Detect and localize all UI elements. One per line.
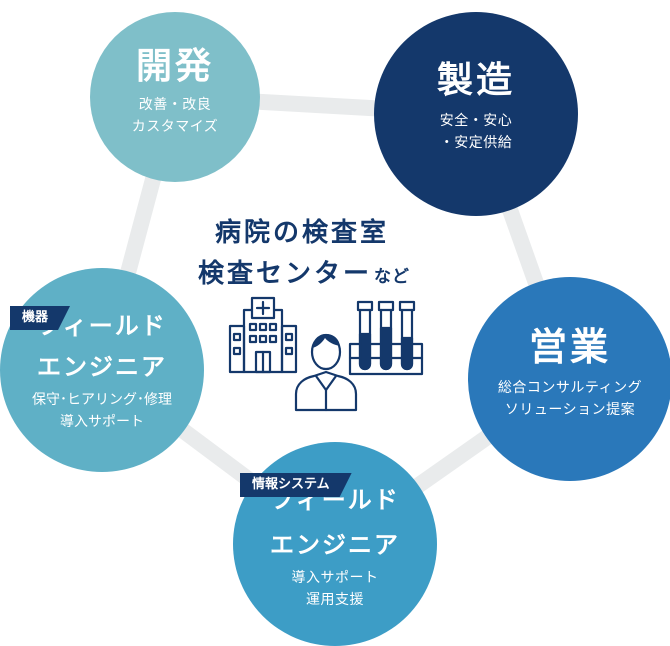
manufacturing-title: 製造 xyxy=(436,59,515,101)
field-engineer-it-title-line2: エンジニア xyxy=(270,531,400,560)
field-engineer-equipment-desc-line1: 保守･ヒアリング･修理 xyxy=(32,391,172,408)
sales-desc-line1: 総合コンサルティング xyxy=(497,380,643,397)
field-engineer-equipment-desc-line2: 導入サポート xyxy=(60,413,144,430)
center-illustration xyxy=(228,296,424,412)
manufacturing-desc-line1: 安全・安心 xyxy=(439,113,513,129)
field-engineer-it-desc-line2: 運用支援 xyxy=(306,591,364,608)
equipment-tag: 機器 xyxy=(10,306,70,330)
center-heading-main: 検査センター xyxy=(198,259,373,289)
center-heading-line2: 検査センターなど xyxy=(198,253,410,290)
manufacturing-circle: 製造 安全・安心 ・安定供給 xyxy=(374,12,578,216)
manufacturing-desc-line2: ・安定供給 xyxy=(439,134,513,151)
doctor-icon xyxy=(294,333,358,412)
field-engineer-it-desc-line1: 導入サポート xyxy=(291,569,379,586)
test-tubes-icon xyxy=(348,300,424,376)
development-title: 開発 xyxy=(135,45,214,87)
sales-circle: 営業 総合コンサルティング ソリューション提案 xyxy=(468,277,670,481)
center-heading-line1: 病院の検査室 xyxy=(215,218,390,248)
sales-title: 営業 xyxy=(528,325,611,370)
development-desc-line1: 改善・改良 xyxy=(138,97,212,113)
center-heading-suffix: など xyxy=(374,267,411,287)
development-desc-line2: カスタマイズ xyxy=(131,118,219,135)
it-systems-tag: 情報システム xyxy=(240,473,352,497)
field-engineer-it-circle: フィールド エンジニア 導入サポート 運用支援 xyxy=(233,442,437,646)
field-engineer-equipment-circle: フィールド エンジニア 保守･ヒアリング･修理 導入サポート xyxy=(0,268,204,472)
sales-desc-line2: ソリューション提案 xyxy=(504,401,636,418)
field-engineer-equipment-title-line2: エンジニア xyxy=(37,353,167,382)
development-circle: 開発 改善・改良 カスタマイズ xyxy=(90,12,260,182)
hospital-icon xyxy=(228,296,298,374)
